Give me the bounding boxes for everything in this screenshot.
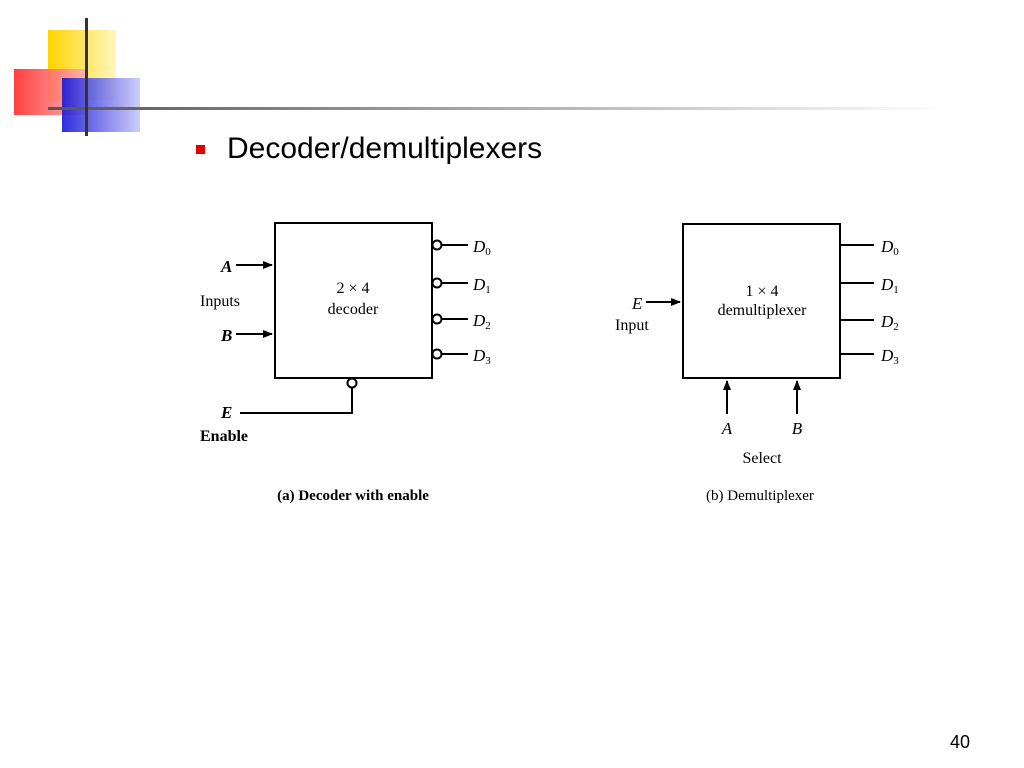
demux-box-line1: 1 × 4 (745, 283, 778, 300)
demux-output-1: D1 (880, 275, 899, 296)
decoder-diagram (236, 222, 468, 414)
enable-line (240, 388, 353, 414)
decoder-enable-label: Enable (200, 428, 248, 445)
decoder-output-0: D0 (472, 237, 491, 258)
demux-box-line2: demultiplexer (718, 302, 808, 319)
decoder-input-b: B (220, 326, 232, 345)
demux-box (682, 223, 841, 379)
decoder-output-2: D2 (472, 311, 491, 332)
decoder-box-line1: 2 × 4 (336, 280, 369, 297)
output-bubble-2 (431, 313, 443, 325)
corner-decoration (14, 18, 948, 136)
bullet-square-icon (196, 144, 205, 154)
bullet-heading: Decoder/demultiplexers (196, 124, 542, 174)
output-bubble-0 (431, 239, 443, 251)
decoder-inputs-label: Inputs (200, 293, 240, 310)
decoder-input-a: A (220, 257, 232, 276)
slide-title: Decoder/demultiplexers (227, 132, 543, 165)
deco-blue-square (62, 78, 140, 132)
demux-output-2: D2 (880, 312, 899, 333)
demux-input-label: Input (615, 317, 649, 334)
demux-diagram (646, 223, 874, 414)
decoder-enable-var: E (220, 403, 232, 422)
demux-output-3: D3 (880, 346, 899, 367)
decoder-output-1: D1 (472, 275, 491, 296)
output-bubble-3 (431, 348, 443, 360)
demux-input-var: E (631, 294, 643, 313)
decoder-box-line2: decoder (328, 301, 379, 318)
decoder-output-3: D3 (472, 346, 491, 367)
enable-bubble (346, 377, 358, 389)
demux-select-label: Select (742, 450, 782, 467)
decoder-caption: (a) Decoder with enable (277, 488, 429, 504)
deco-horizontal-line (48, 107, 948, 110)
demux-select-b: B (792, 419, 803, 438)
deco-vertical-line (85, 18, 88, 136)
page-number: 40 (949, 732, 970, 752)
demux-output-0: D0 (880, 237, 899, 258)
demux-select-a: A (721, 419, 733, 438)
demux-caption: (b) Demultiplexer (706, 488, 814, 504)
output-bubble-1 (431, 277, 443, 289)
